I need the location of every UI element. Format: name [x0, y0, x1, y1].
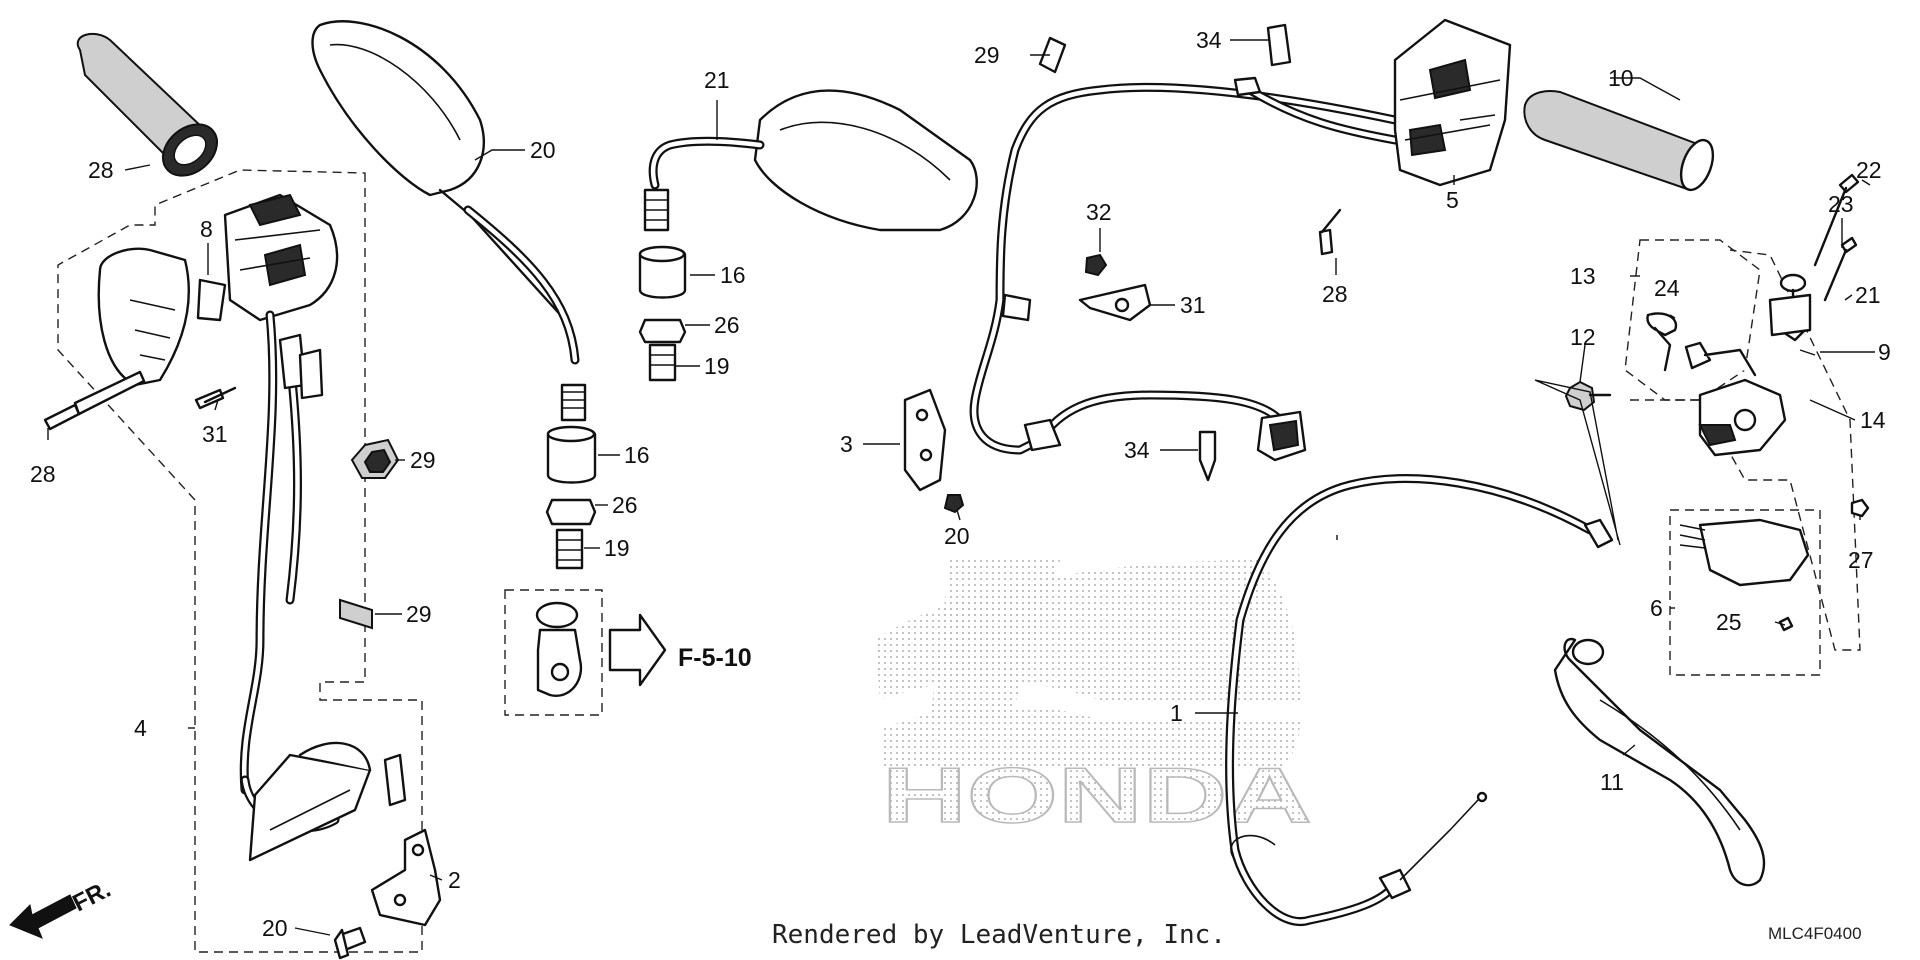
front-direction-arrow: FR.: [9, 876, 115, 939]
callout-24: 24: [1654, 275, 1680, 301]
callout-29-nut: 29: [410, 447, 436, 473]
callout-6: 6: [1650, 595, 1663, 621]
callout-2: 2: [448, 867, 461, 893]
group-outlines: [57, 169, 1861, 953]
callout-28-left: 28: [30, 461, 56, 487]
callout-3: 3: [840, 431, 853, 457]
watermark-text: HONDA: [882, 751, 1312, 839]
clutch-cable: [1225, 474, 1614, 926]
callout-27: 27: [1848, 547, 1874, 573]
front-direction-label: FR.: [68, 876, 115, 918]
callout-31: 31: [202, 421, 228, 447]
callout-5: 5: [1446, 187, 1459, 213]
callout-34-middle: 34: [1124, 437, 1150, 463]
callout-25: 25: [1716, 609, 1742, 635]
right-grip: [1523, 90, 1715, 192]
callout-1: 1: [1170, 700, 1183, 726]
callout-14: 13: [1570, 263, 1596, 289]
callout-18: 21: [704, 67, 730, 93]
bar-end-stack-lower: [545, 425, 597, 570]
left-switch-housing: [97, 193, 339, 387]
clutch-lever: [1553, 637, 1766, 887]
footer-credit: Rendered by LeadVenture, Inc.: [772, 920, 1226, 950]
reference-label: F-5-10: [678, 644, 752, 672]
left-bracket: [338, 828, 442, 952]
callout-29-top: 29: [974, 42, 1000, 68]
small-hardware-left: [43, 370, 400, 960]
callout-9: 9: [1878, 339, 1891, 365]
callout-8: 8: [200, 216, 213, 242]
callout-32: 31: [1180, 292, 1206, 318]
honda-watermark: HONDA: [875, 560, 1313, 840]
right-mirror: [643, 89, 978, 232]
callout-12: 11: [1600, 769, 1624, 795]
diagram-code: MLC4F0400: [1768, 924, 1862, 943]
callout-17: 20: [530, 137, 556, 163]
callout-15: 14: [1860, 407, 1886, 433]
callout-28-right: 28: [1322, 281, 1348, 307]
callout-19-upper: 19: [704, 353, 730, 379]
callout-26-upper: 26: [714, 312, 740, 338]
callout-16-lower: 16: [624, 442, 650, 468]
callout-21: 21: [1855, 282, 1881, 308]
right-switch-housing: [1318, 18, 1512, 256]
callout-labels: 28 20 8 21 16 26 19 16 26 19 29 34 32 31…: [30, 27, 1891, 941]
callout-16-upper: 16: [720, 262, 746, 288]
left-grip: [76, 32, 218, 177]
callout-19-lower: 19: [604, 535, 630, 561]
clutch-bracket-group: [1564, 173, 1870, 632]
leader-lines: [47, 39, 1875, 936]
callout-33: 32: [1086, 199, 1112, 225]
callout-34-top: 34: [1196, 27, 1222, 53]
callout-23: 23: [1828, 191, 1854, 217]
callout-22: 22: [1856, 157, 1882, 183]
bar-end-stack-upper: [638, 245, 687, 382]
callout-20-bottom: 20: [262, 915, 288, 941]
callout-11: 10: [1608, 65, 1634, 91]
left-mirror: [311, 20, 587, 422]
callout-29-clip: 29: [406, 601, 432, 627]
callout-13: 12: [1570, 324, 1596, 350]
callout-20-center: 20: [944, 523, 970, 549]
callout-4: 4: [134, 715, 147, 741]
reference-inset: F-5-10: [535, 601, 752, 697]
left-harness: [239, 310, 407, 862]
callout-10: 28: [88, 157, 114, 183]
center-harness: [903, 23, 1400, 514]
callout-26-lower: 26: [612, 492, 638, 518]
